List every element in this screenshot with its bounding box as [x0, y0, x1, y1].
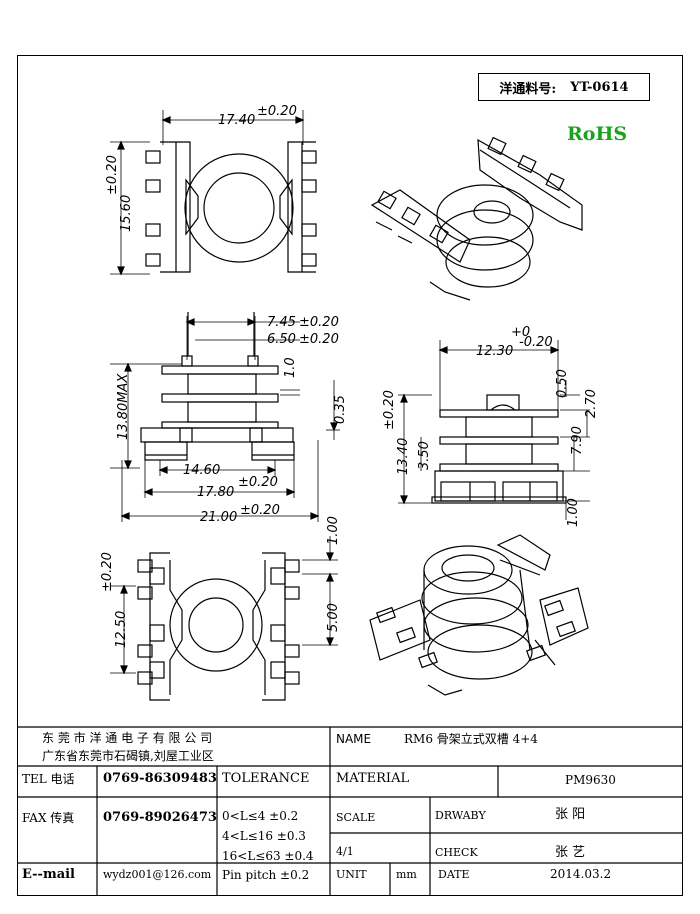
- iso-view-top: [370, 136, 583, 301]
- dim-1-00-side: 1.00: [566, 498, 581, 527]
- email-value: wydz001@126.com: [103, 868, 212, 881]
- dim-0-50: 0.50: [555, 369, 570, 398]
- check-value: 张 艺: [555, 845, 586, 860]
- tel-label: TEL 电话: [22, 772, 75, 786]
- unit-value: mm: [396, 868, 417, 881]
- dim-1-00-bottom: 1.00: [326, 516, 341, 545]
- dim-inner-a: 7.45: [267, 315, 296, 330]
- material-label: MATERIAL: [336, 771, 410, 786]
- dim-side-tol-plus: +0: [511, 325, 530, 340]
- dim-3-50: 3.50: [417, 441, 432, 470]
- dim-pin-inner: 14.60: [183, 463, 220, 478]
- dim-12-50-tol: ±0.20: [100, 552, 115, 592]
- front-view: 7.45 ±0.20 6.50 ±0.20 13.80MAX 1.0 0.35: [110, 312, 348, 525]
- name-label: NAME: [336, 732, 372, 746]
- scale-value: 4/1: [336, 845, 354, 858]
- fax-label: FAX 传真: [22, 811, 75, 825]
- top-view: 17.40 ±0.20 15.60 ±0.20: [105, 104, 317, 276]
- email-label: E--mail: [22, 867, 75, 882]
- date-label: DATE: [438, 868, 470, 881]
- tolerance-row-3: 16<L≤63 ±0.4: [222, 849, 314, 863]
- unit-label: UNIT: [336, 868, 367, 881]
- dim-0-35: 0.35: [333, 395, 348, 424]
- side-view: 12.30 +0 -0.20 0.50 2.70 7.90 1.00: [382, 325, 599, 527]
- dim-side-width: 12.30: [476, 344, 513, 359]
- dim-pin-mid: 17.80: [197, 485, 234, 500]
- tolerance-row-1: 0<L≤4 ±0.2: [222, 809, 299, 823]
- iso-view-bottom: [369, 534, 589, 696]
- dim-7-90: 7.90: [570, 426, 585, 455]
- dim-top-width: 17.40: [218, 113, 255, 128]
- material-value: PM9630: [565, 773, 616, 787]
- drawing-sheet-border: [17, 55, 683, 896]
- company-address: 广东省东莞市石碣镇,刘屋工业区: [42, 749, 214, 763]
- fax-value: 0769-89026473: [103, 810, 217, 825]
- part-name: RM6 骨架立式双槽 4+4: [404, 732, 538, 746]
- dim-13-40-tol: ±0.20: [382, 390, 397, 430]
- check-label: CHECK: [435, 846, 478, 859]
- drawby-value: 张 阳: [555, 807, 586, 822]
- dim-top-height: 15.60: [119, 195, 134, 232]
- rohs-mark: RoHS: [567, 123, 628, 145]
- dim-13-40: 13.40: [396, 438, 411, 475]
- dim-pin-outer-tol: ±0.20: [240, 503, 280, 518]
- part-number-box: 洋通料号: YT-0614: [478, 73, 650, 101]
- dim-pin-mid-tol: ±0.20: [238, 475, 278, 490]
- company-name: 东 莞 市 洋 通 电 子 有 限 公 司: [42, 731, 213, 745]
- dim-1-0: 1.0: [283, 357, 298, 378]
- dim-inner-b: 6.50: [267, 332, 296, 347]
- dim-top-height-tol: ±0.20: [105, 155, 120, 195]
- dim-inner-a-tol: ±0.20: [299, 315, 339, 330]
- dim-top-tol: ±0.20: [257, 104, 297, 119]
- dim-5-00: 5.00: [326, 603, 341, 632]
- part-number-label: 洋通料号:: [499, 81, 557, 97]
- part-number-value: YT-0614: [570, 79, 629, 95]
- tel-value: 0769-86309483: [103, 771, 217, 786]
- title-block-grid: [17, 726, 683, 896]
- date-value: 2014.03.2: [550, 867, 612, 881]
- scale-label: SCALE: [336, 811, 376, 824]
- dim-2-70: 2.70: [584, 389, 599, 418]
- dim-max-height: 13.80MAX: [116, 373, 131, 440]
- tolerance-label: TOLERANCE: [222, 771, 310, 786]
- dim-side-tol-minus: -0.20: [519, 335, 553, 350]
- bottom-view: 12.50 ±0.20 1.00 5.00: [100, 516, 341, 701]
- tolerance-pin-pitch: Pin pitch ±0.2: [222, 868, 310, 882]
- dim-inner-b-tol: ±0.20: [299, 332, 339, 347]
- dim-12-50: 12.50: [114, 611, 129, 648]
- dim-pin-outer: 21.00: [200, 510, 237, 525]
- tolerance-row-2: 4<L≤16 ±0.3: [222, 829, 306, 843]
- drawby-label: DRWABY: [435, 809, 486, 822]
